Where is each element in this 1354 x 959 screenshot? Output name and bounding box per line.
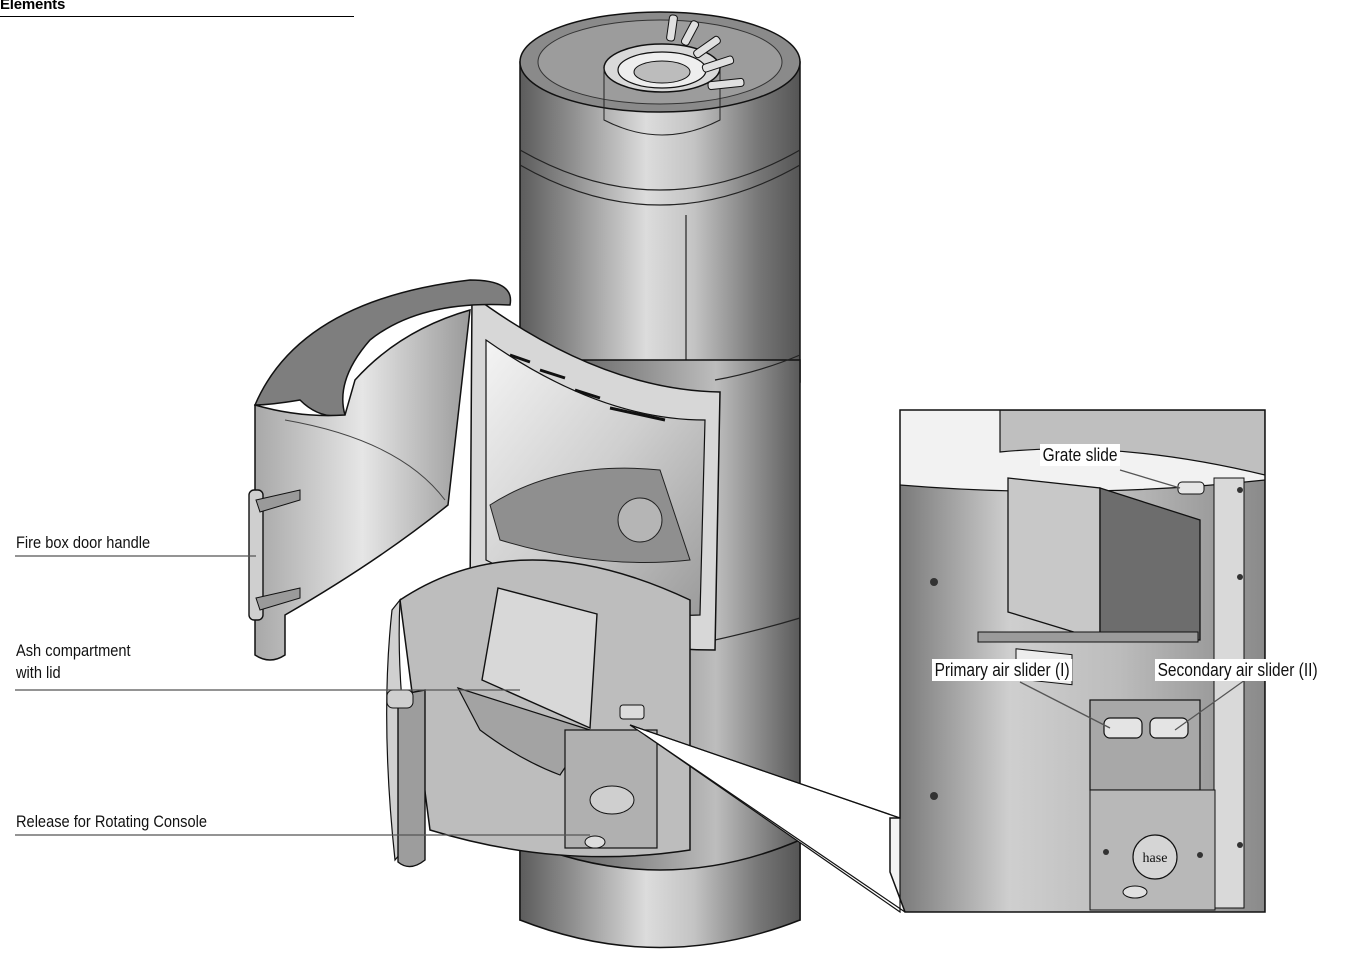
label-secondary-air-slider: Secondary air slider (II): [1155, 659, 1321, 681]
label-primary-air-slider: Primary air slider (I): [932, 659, 1073, 681]
fire-box-door: [248, 279, 512, 661]
callout-fire-box-door-handle-text: Fire box door handle: [16, 533, 151, 552]
callout-ash-compartment-line1: Ash compartment: [16, 641, 131, 660]
label-grate-slide: Grate slide: [1040, 444, 1121, 466]
section-header: Elements: [0, 0, 354, 17]
ash-compartment: [386, 559, 691, 868]
callout-ash-compartment: Ash compartment with lid: [16, 640, 131, 684]
leader-lines: [15, 469, 1246, 836]
section-title: Elements: [0, 0, 66, 13]
detail-brand-logo: hase: [1143, 851, 1168, 866]
callout-ash-compartment-line2: with lid: [16, 663, 61, 682]
callout-fire-box-door-handle: Fire box door handle: [16, 532, 150, 554]
detail-connector: [629, 724, 906, 914]
callout-release-rotating-console-text: Release for Rotating Console: [16, 812, 207, 831]
callout-release-rotating-console: Release for Rotating Console: [16, 811, 207, 833]
stove-top-cylinder: [519, 11, 801, 383]
